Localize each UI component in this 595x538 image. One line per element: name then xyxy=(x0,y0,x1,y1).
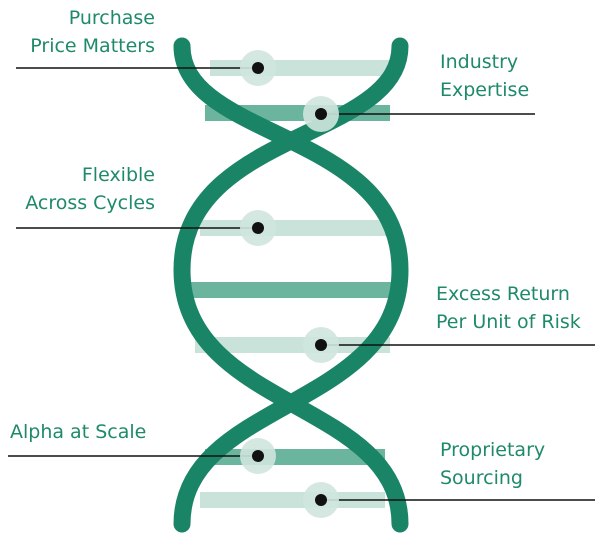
strand-b xyxy=(173,37,409,533)
marker-dot-industry-expertise xyxy=(315,108,327,120)
label-purchase-price-line-2: Price Matters xyxy=(30,35,155,57)
label-excess-return: Excess Return Per Unit of Risk xyxy=(436,280,581,336)
marker-dot-proprietary-sourcing xyxy=(315,494,327,506)
rung-4 xyxy=(190,282,400,298)
label-flexible-cycles: Flexible Across Cycles xyxy=(25,161,155,217)
label-purchase-price: Purchase Price Matters xyxy=(30,4,155,60)
label-proprietary-sourcing-line-1: Proprietary xyxy=(440,439,546,461)
label-excess-return-line-1: Excess Return xyxy=(436,283,570,305)
strand-a xyxy=(173,37,409,533)
markers xyxy=(240,50,339,518)
strands xyxy=(173,37,409,533)
label-industry-expertise: Industry Expertise xyxy=(440,48,529,104)
rung-7 xyxy=(200,492,385,508)
label-alpha-scale-line-1: Alpha at Scale xyxy=(10,421,147,443)
label-flexible-cycles-line-2: Across Cycles xyxy=(25,192,155,214)
rung-5 xyxy=(195,337,390,353)
label-industry-expertise-line-2: Expertise xyxy=(440,79,530,101)
label-purchase-price-line-1: Purchase xyxy=(68,7,155,29)
label-flexible-cycles-line-1: Flexible xyxy=(81,164,155,186)
marker-dot-excess-return xyxy=(315,339,327,351)
leader-lines xyxy=(8,67,595,501)
label-alpha-scale: Alpha at Scale xyxy=(10,418,146,446)
label-excess-return-line-2: Per Unit of Risk xyxy=(436,311,581,333)
marker-dot-purchase-price xyxy=(252,62,264,74)
label-proprietary-sourcing: Proprietary Sourcing xyxy=(440,436,545,492)
marker-dot-flexible-cycles xyxy=(252,222,264,234)
marker-dot-alpha-scale xyxy=(252,450,264,462)
label-industry-expertise-line-1: Industry xyxy=(440,51,519,73)
label-proprietary-sourcing-line-2: Sourcing xyxy=(440,467,523,489)
